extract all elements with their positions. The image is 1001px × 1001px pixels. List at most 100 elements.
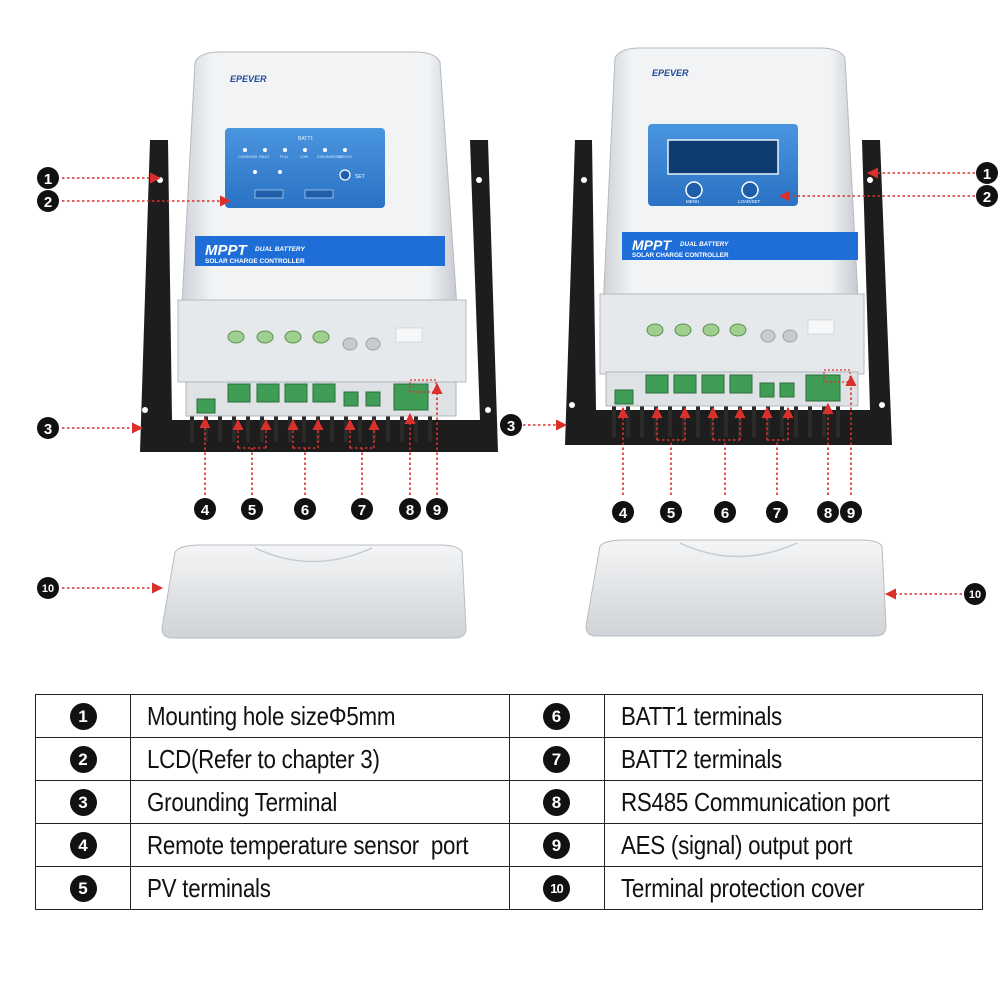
svg-text:10: 10 (42, 583, 54, 595)
callout-4-left: 4 (194, 498, 216, 520)
legend-number-badge: 8 (543, 788, 570, 816)
svg-text:10: 10 (969, 589, 981, 601)
left-title-band (195, 236, 445, 266)
svg-text:4: 4 (201, 502, 210, 519)
callout-badges: 1 2 3 10 4 5 6 7 8 9 1 2 3 10 4 5 6 7 8 … (37, 162, 998, 605)
legend-number-badge: 9 (543, 831, 570, 859)
legend-row: 1 Mounting hole sizeΦ5mm 6 BATT1 termina… (35, 694, 983, 738)
svg-text:2: 2 (44, 194, 52, 211)
left-terminal-cover (161, 544, 467, 639)
legend-description: Mounting hole sizeΦ5mm (130, 694, 510, 738)
legend-description: LCD(Refer to chapter 3) (130, 737, 510, 781)
legend-number-badge: 3 (69, 788, 97, 816)
callout-6-left: 6 (294, 498, 316, 520)
svg-text:8: 8 (824, 505, 832, 522)
callout-10-right: 10 (964, 583, 986, 605)
right-title-main: MPPT (632, 237, 672, 253)
left-set-button[interactable] (339, 169, 351, 181)
legend-row: 3 Grounding Terminal 8 RS485 Communicati… (35, 780, 983, 824)
legend-number-badge: 4 (69, 831, 97, 859)
callout-9-right: 9 (840, 501, 862, 523)
legend-description: PV terminals (130, 866, 510, 910)
callout-7-left: 7 (351, 498, 373, 520)
left-brand-logo: EPEVER (230, 74, 267, 84)
right-menu-button[interactable] (685, 181, 703, 199)
legend-description: BATT1 terminals (603, 694, 983, 738)
svg-text:6: 6 (721, 505, 729, 522)
right-lcd-screen (667, 139, 779, 175)
right-terminal-screw-caps (646, 323, 747, 337)
svg-text:6: 6 (301, 502, 309, 519)
parts-legend-table: 1 Mounting hole sizeΦ5mm 6 BATT1 termina… (35, 694, 983, 910)
svg-text:8: 8 (406, 502, 414, 519)
right-terminal-cover (585, 539, 887, 637)
svg-text:9: 9 (433, 502, 441, 519)
left-led-label-4: LOW (300, 155, 309, 159)
left-set-label: SET (355, 174, 365, 180)
legend-number-badge: 7 (543, 745, 570, 773)
legend-row: 4 Remote temperature sensor port 9 AES (… (35, 823, 983, 867)
left-led-label-1: CHARGING (238, 155, 258, 159)
callout-1-right: 1 (976, 162, 998, 184)
right-controller: EPEVER MENU LOAD/SET MPPT DUAL BATTERY S… (565, 47, 892, 445)
callout-8-left: 8 (399, 498, 421, 520)
legend-row: 5 PV terminals 10 Terminal protection co… (35, 866, 983, 910)
left-title-sub1: DUAL BATTERY (255, 246, 306, 253)
legend-description: BATT2 terminals (603, 737, 983, 781)
callout-9-left: 9 (426, 498, 448, 520)
callout-3-left: 3 (37, 417, 59, 439)
right-menu-label: MENU (686, 199, 699, 204)
svg-text:7: 7 (773, 505, 781, 522)
callout-leaders (62, 167, 975, 600)
legend-description: AES (signal) output port (603, 823, 983, 867)
legend-description: Grounding Terminal (130, 780, 510, 824)
left-status-leds (243, 148, 347, 174)
callout-2-right: 2 (976, 185, 998, 207)
legend-description: Remote temperature sensor port (130, 823, 510, 867)
svg-text:3: 3 (44, 421, 52, 438)
legend-description: RS485 Communication port (603, 780, 983, 824)
svg-text:2: 2 (983, 189, 991, 206)
left-panel-header: BATT1 (298, 136, 313, 142)
legend-number-badge: 2 (69, 745, 97, 773)
legend-description: Terminal protection cover (603, 866, 983, 910)
callout-8-right: 8 (817, 501, 839, 523)
left-title-sub2: SOLAR CHARGE CONTROLLER (205, 258, 305, 265)
svg-text:4: 4 (619, 505, 628, 522)
legend-number-badge: 1 (69, 702, 97, 730)
left-led-label-3: FULL (280, 155, 289, 159)
right-brand-logo: EPEVER (652, 68, 689, 78)
legend-row: 2 LCD(Refer to chapter 3) 7 BATT2 termin… (35, 737, 983, 781)
right-load-set-label: LOAD/SET (738, 199, 761, 204)
left-mounting-bracket (140, 140, 498, 452)
left-title-main: MPPT (205, 242, 249, 259)
callout-7-right: 7 (766, 501, 788, 523)
right-load-set-button[interactable] (741, 181, 759, 199)
left-led-label-5: DISCHARGING (317, 155, 343, 159)
left-led-label-2: FAULT (259, 155, 271, 159)
right-mounting-bracket (565, 140, 892, 445)
callout-10-left: 10 (37, 577, 59, 599)
svg-text:3: 3 (507, 418, 515, 435)
callout-2-left: 2 (37, 190, 59, 212)
left-terminal-screw-caps (227, 330, 330, 344)
controller-diagram: EPEVER BATT1 CHARGING FAULT FULL LOW DIS… (37, 47, 998, 639)
callout-5-left: 5 (241, 498, 263, 520)
legend-number-badge: 6 (543, 702, 570, 730)
svg-text:1: 1 (44, 171, 52, 188)
callout-1-left: 1 (37, 167, 59, 189)
legend-number-badge: 10 (543, 874, 570, 902)
svg-text:1: 1 (983, 166, 991, 183)
callout-4-right: 4 (612, 501, 634, 523)
svg-text:5: 5 (248, 502, 256, 519)
callout-5-right: 5 (660, 501, 682, 523)
svg-text:5: 5 (667, 505, 675, 522)
svg-text:7: 7 (358, 502, 366, 519)
legend-number-badge: 5 (69, 874, 97, 902)
right-title-sub2: SOLAR CHARGE CONTROLLER (632, 252, 729, 259)
svg-text:9: 9 (847, 505, 855, 522)
right-heatsink-fins (612, 405, 840, 437)
left-led-label-6: STATUS (338, 155, 352, 159)
right-title-band (622, 232, 858, 260)
right-title-sub1: DUAL BATTERY (680, 241, 729, 248)
